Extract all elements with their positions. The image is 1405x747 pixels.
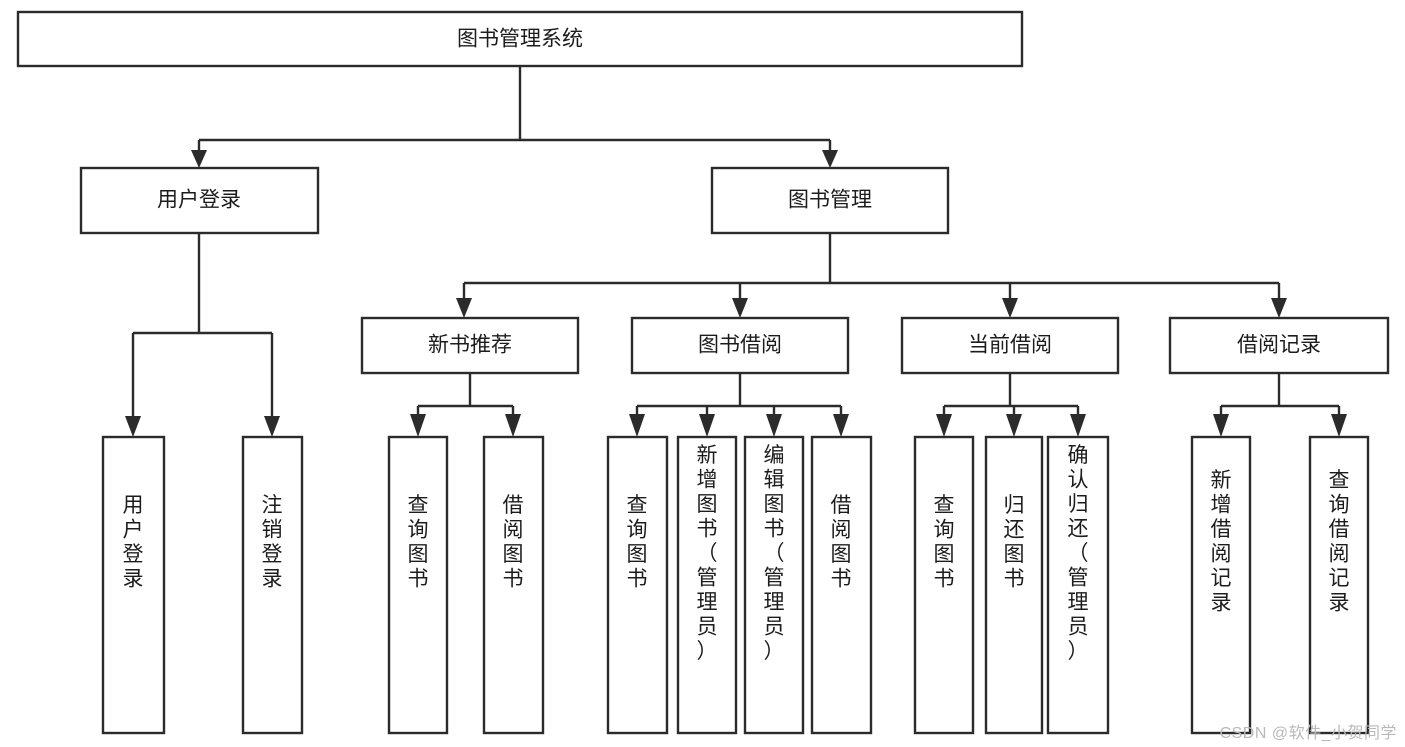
node-root-box[interactable]	[16, 10, 1024, 68]
node-current-borrow-label: 当前借阅	[968, 334, 1052, 357]
node-leaf-borrow-book-new[interactable]: 借阅图书	[482, 435, 545, 735]
node-leaf-query-borrow-record[interactable]: 查询借阅记录	[1308, 435, 1370, 735]
node-leaf-query-book-borrow[interactable]: 查询图书	[606, 435, 669, 735]
arrow-bookmanage-to-borrow	[732, 298, 748, 318]
node-user-login[interactable]: 用户登录	[79, 166, 320, 235]
node-leaf-user-login[interactable]: 用户登录	[101, 435, 166, 735]
arrow-borrow-leaf-1	[629, 414, 645, 437]
node-leaf-add-borrow-record-box[interactable]	[1190, 435, 1252, 735]
node-borrow-record-label: 借阅记录	[1237, 334, 1321, 357]
node-leaf-user-login-box[interactable]	[101, 435, 166, 735]
arrow-borrow-leaf-2	[699, 414, 715, 437]
node-leaf-user-login-label: 用户登录	[123, 494, 144, 591]
arrow-bookmanage-to-record	[1271, 298, 1287, 318]
node-leaf-return-book-box[interactable]	[984, 435, 1044, 735]
node-leaf-edit-book-admin-box[interactable]	[743, 435, 805, 735]
arrow-borrow-leaf-3	[766, 414, 782, 437]
node-user-login-box[interactable]	[79, 166, 320, 235]
arrow-userlogin-leaf-2	[264, 416, 280, 437]
node-current-borrow-box[interactable]	[900, 316, 1120, 375]
node-leaf-query-book-borrow-box[interactable]	[606, 435, 669, 735]
node-leaf-add-book-admin-box[interactable]	[676, 435, 738, 735]
node-leaf-confirm-return-admin-label: 确认归还（管理员）	[1068, 444, 1089, 663]
node-leaf-return-book[interactable]: 归还图书	[984, 435, 1044, 735]
node-leaf-return-book-label: 归还图书	[1004, 494, 1025, 591]
arrow-newbook-leaf-1	[410, 414, 426, 437]
node-leaf-add-borrow-record[interactable]: 新增借阅记录	[1190, 435, 1252, 735]
node-leaf-query-book-new-label: 查询图书	[408, 494, 429, 591]
node-leaf-edit-book-admin[interactable]: 编辑图书（管理员）	[743, 435, 805, 735]
node-leaf-query-book-new[interactable]: 查询图书	[387, 435, 449, 735]
node-book-manage-box[interactable]	[710, 166, 950, 235]
arrow-current-leaf-1	[936, 414, 952, 437]
arrow-current-leaf-2	[1006, 414, 1022, 437]
arrow-record-leaf-1	[1213, 414, 1229, 437]
node-leaf-query-book-new-box[interactable]	[387, 435, 449, 735]
node-leaf-confirm-return-admin[interactable]: 确认归还（管理员）	[1046, 435, 1110, 735]
node-leaf-add-borrow-record-label: 新增借阅记录	[1211, 469, 1232, 615]
node-leaf-add-book-admin[interactable]: 新增图书（管理员）	[676, 435, 738, 735]
node-new-book-recommend-label: 新书推荐	[428, 334, 512, 357]
node-leaf-query-borrow-record-label: 查询借阅记录	[1329, 469, 1350, 615]
node-leaf-borrow-book-label: 借阅图书	[831, 494, 852, 591]
node-leaf-query-book-current-box[interactable]	[913, 435, 975, 735]
node-leaf-logout-label: 注销登录	[262, 494, 283, 591]
node-book-borrow-box[interactable]	[630, 316, 850, 375]
node-leaf-query-book-current[interactable]: 查询图书	[913, 435, 975, 735]
node-leaf-borrow-book-new-label: 借阅图书	[503, 494, 524, 591]
node-book-manage[interactable]: 图书管理	[710, 166, 950, 235]
node-borrow-record-box[interactable]	[1168, 316, 1390, 375]
arrow-root-to-userlogin	[191, 150, 207, 168]
node-leaf-add-book-admin-label: 新增图书（管理员）	[697, 444, 718, 663]
node-leaf-borrow-book[interactable]: 借阅图书	[810, 435, 873, 735]
node-leaf-borrow-book-box[interactable]	[810, 435, 873, 735]
node-root-label: 图书管理系统	[457, 28, 583, 51]
node-borrow-record[interactable]: 借阅记录	[1168, 316, 1390, 375]
arrow-record-leaf-2	[1331, 414, 1347, 437]
node-current-borrow[interactable]: 当前借阅	[900, 316, 1120, 375]
node-leaf-borrow-book-new-box[interactable]	[482, 435, 545, 735]
arrow-bookmanage-to-newbook	[456, 298, 472, 318]
node-new-book-recommend[interactable]: 新书推荐	[360, 316, 580, 375]
arrow-root-to-bookmanage	[822, 150, 838, 168]
node-root[interactable]: 图书管理系统	[16, 10, 1024, 68]
node-book-manage-label: 图书管理	[788, 189, 872, 212]
node-leaf-logout[interactable]: 注销登录	[241, 435, 304, 735]
node-leaf-query-book-borrow-label: 查询图书	[627, 494, 648, 591]
node-leaf-query-borrow-record-box[interactable]	[1308, 435, 1370, 735]
node-leaf-query-book-current-label: 查询图书	[934, 494, 955, 591]
connector-layer	[125, 66, 1347, 437]
arrow-userlogin-leaf-1	[125, 416, 141, 437]
node-new-book-recommend-box[interactable]	[360, 316, 580, 375]
node-leaf-logout-box[interactable]	[241, 435, 304, 735]
node-user-login-label: 用户登录	[157, 189, 241, 212]
arrow-newbook-leaf-2	[505, 414, 521, 437]
node-leaf-confirm-return-admin-box[interactable]	[1046, 435, 1110, 735]
node-leaf-edit-book-admin-label: 编辑图书（管理员）	[764, 444, 785, 663]
arrow-bookmanage-to-current	[1002, 298, 1018, 318]
node-book-borrow-label: 图书借阅	[698, 334, 782, 357]
arrow-borrow-leaf-4	[833, 414, 849, 437]
arrow-current-leaf-3	[1070, 414, 1086, 437]
node-book-borrow[interactable]: 图书借阅	[630, 316, 850, 375]
